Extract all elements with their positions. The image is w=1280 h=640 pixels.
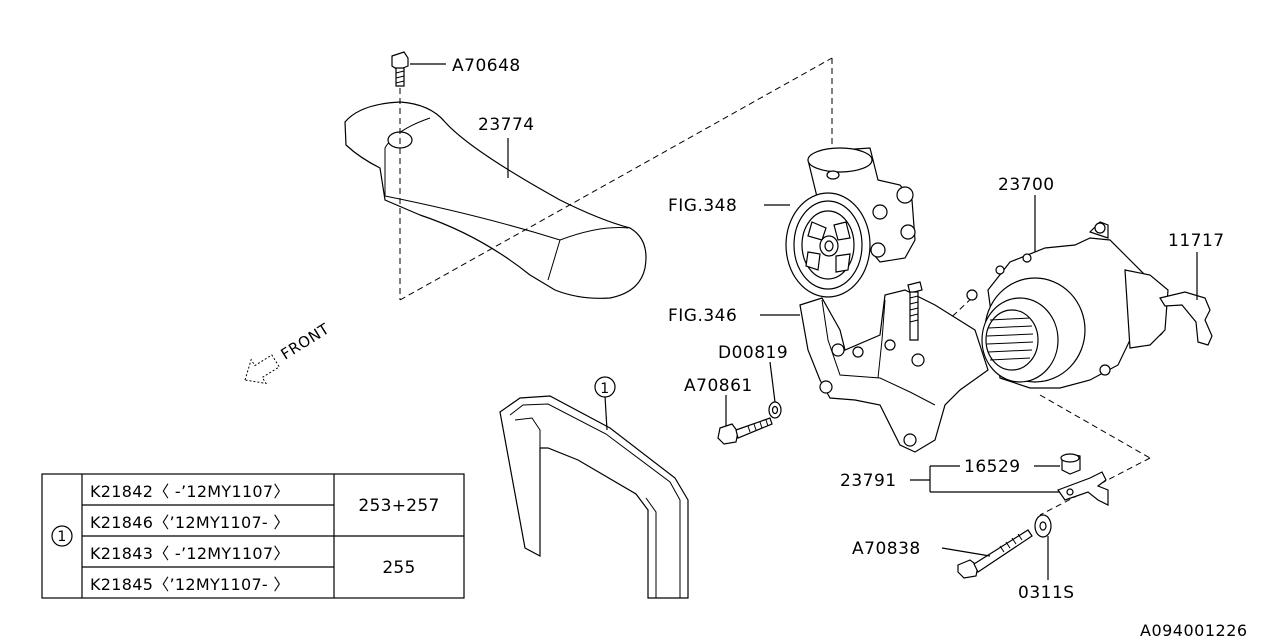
table-row-4-part: K21845〈’12MY1107- 〉 [90,575,290,594]
bolt-a70861 [717,395,773,445]
table-row-2-part: K21846〈’12MY1107- 〉 [90,513,290,532]
power-steering-pump [764,147,916,298]
label-a70838: A70838 [852,539,921,559]
label-a70861: A70861 [684,376,753,396]
belt-callout-number: 1 [600,381,609,397]
label-front: FRONT [278,319,333,363]
alternator-23700 [966,195,1169,389]
label-d00819: D00819 [718,343,788,363]
bracket-23791 [910,465,1109,506]
label-fig346: FIG.346 [668,306,737,326]
table-size-a: 253+257 [358,496,439,516]
washer-d00819 [768,361,782,419]
label-16529: 16529 [964,457,1021,477]
table-row-3-part: K21843〈 -’12MY1107〉 [90,544,290,563]
label-fig348: FIG.348 [668,196,737,216]
table-ref-number: 1 [57,529,66,545]
label-11717: 11717 [1168,231,1225,251]
washer-0311s [1034,514,1052,580]
nut-16529 [1034,453,1081,475]
bracket-fig346 [760,281,989,453]
label-23774: 23774 [478,115,535,135]
table-row-1-part: K21842〈 -’12MY1107〉 [90,482,290,501]
bolt-a70648 [391,51,446,87]
label-0311s: 0311S [1018,583,1075,603]
label-23791: 23791 [840,471,897,491]
label-23700: 23700 [998,175,1055,195]
diagram-id: A094001226 [1140,621,1248,640]
table-size-b: 255 [382,558,415,578]
belt-parts-table [41,473,465,599]
bolt-a70838 [941,529,1033,579]
v-belt [499,376,689,599]
connector-11717 [1159,252,1213,346]
label-a70648: A70648 [452,56,521,76]
cover-23774 [344,101,647,299]
front-arrow [244,354,280,385]
